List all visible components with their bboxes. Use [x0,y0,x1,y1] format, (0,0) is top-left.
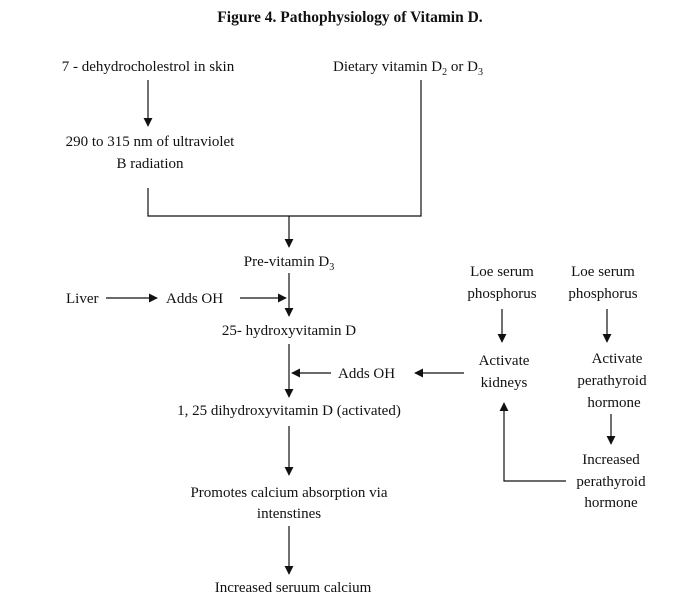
skin-precursor-label: 7 - dehydrocholestrol in skin [62,59,235,75]
adds-oh-liver-label: Adds OH [166,291,223,307]
uvb-line-1: 290 to 315 nm of ultraviolet [66,134,236,150]
previtamin-label: Pre-vitamin D3 [244,254,334,273]
previtamin-prefix: Pre-vitamin D [244,254,330,270]
liver-label: Liver [66,291,98,307]
activate-kidneys-line-1: Activate [479,353,530,369]
adds-oh-kidney-label: Adds OH [338,366,395,382]
dietary-subscript-3: 3 [478,67,483,78]
low-phos-left-line-2: phosphorus [467,286,536,302]
low-phos-left-line-1: Loe serum [470,264,534,280]
uvb-line-2: B radiation [116,156,184,172]
dietary-vitamin-label: Dietary vitamin D2 or D3 [333,59,483,78]
increased-calcium-label: Increased seruum calcium [215,580,372,596]
activate-pth-line-2: perathyroid [577,373,647,389]
activate-pth-line-3: hormone [587,395,641,411]
increased-pth-line-2: perathyroid [576,474,646,490]
dietary-mid: or D [447,59,478,75]
hydroxy25-label: 25- hydroxyvitamin D [222,323,356,339]
activate-pth-line-1: Activate [592,351,643,367]
dihydroxy-label: 1, 25 dihydroxyvitamin D (activated) [177,403,401,419]
figure-title: Figure 4. Pathophysiology of Vitamin D. [217,9,483,26]
increased-pth-line-1: Increased [582,452,640,468]
promotes-line-1: Promotes calcium absorption via [190,485,387,501]
dietary-prefix: Dietary vitamin D [333,59,442,75]
low-phos-right-line-2: phosphorus [568,286,637,302]
dietary-subscript-2: 2 [442,67,447,78]
low-phos-right-line-1: Loe serum [571,264,635,280]
previtamin-subscript-3: 3 [329,262,334,273]
activate-kidneys-line-2: kidneys [481,375,528,391]
merge-bracket [147,80,422,217]
increased-pth-line-3: hormone [584,495,638,511]
arrow-increased-pth-to-kidneys [499,402,566,482]
promotes-line-2: intenstines [257,506,321,522]
